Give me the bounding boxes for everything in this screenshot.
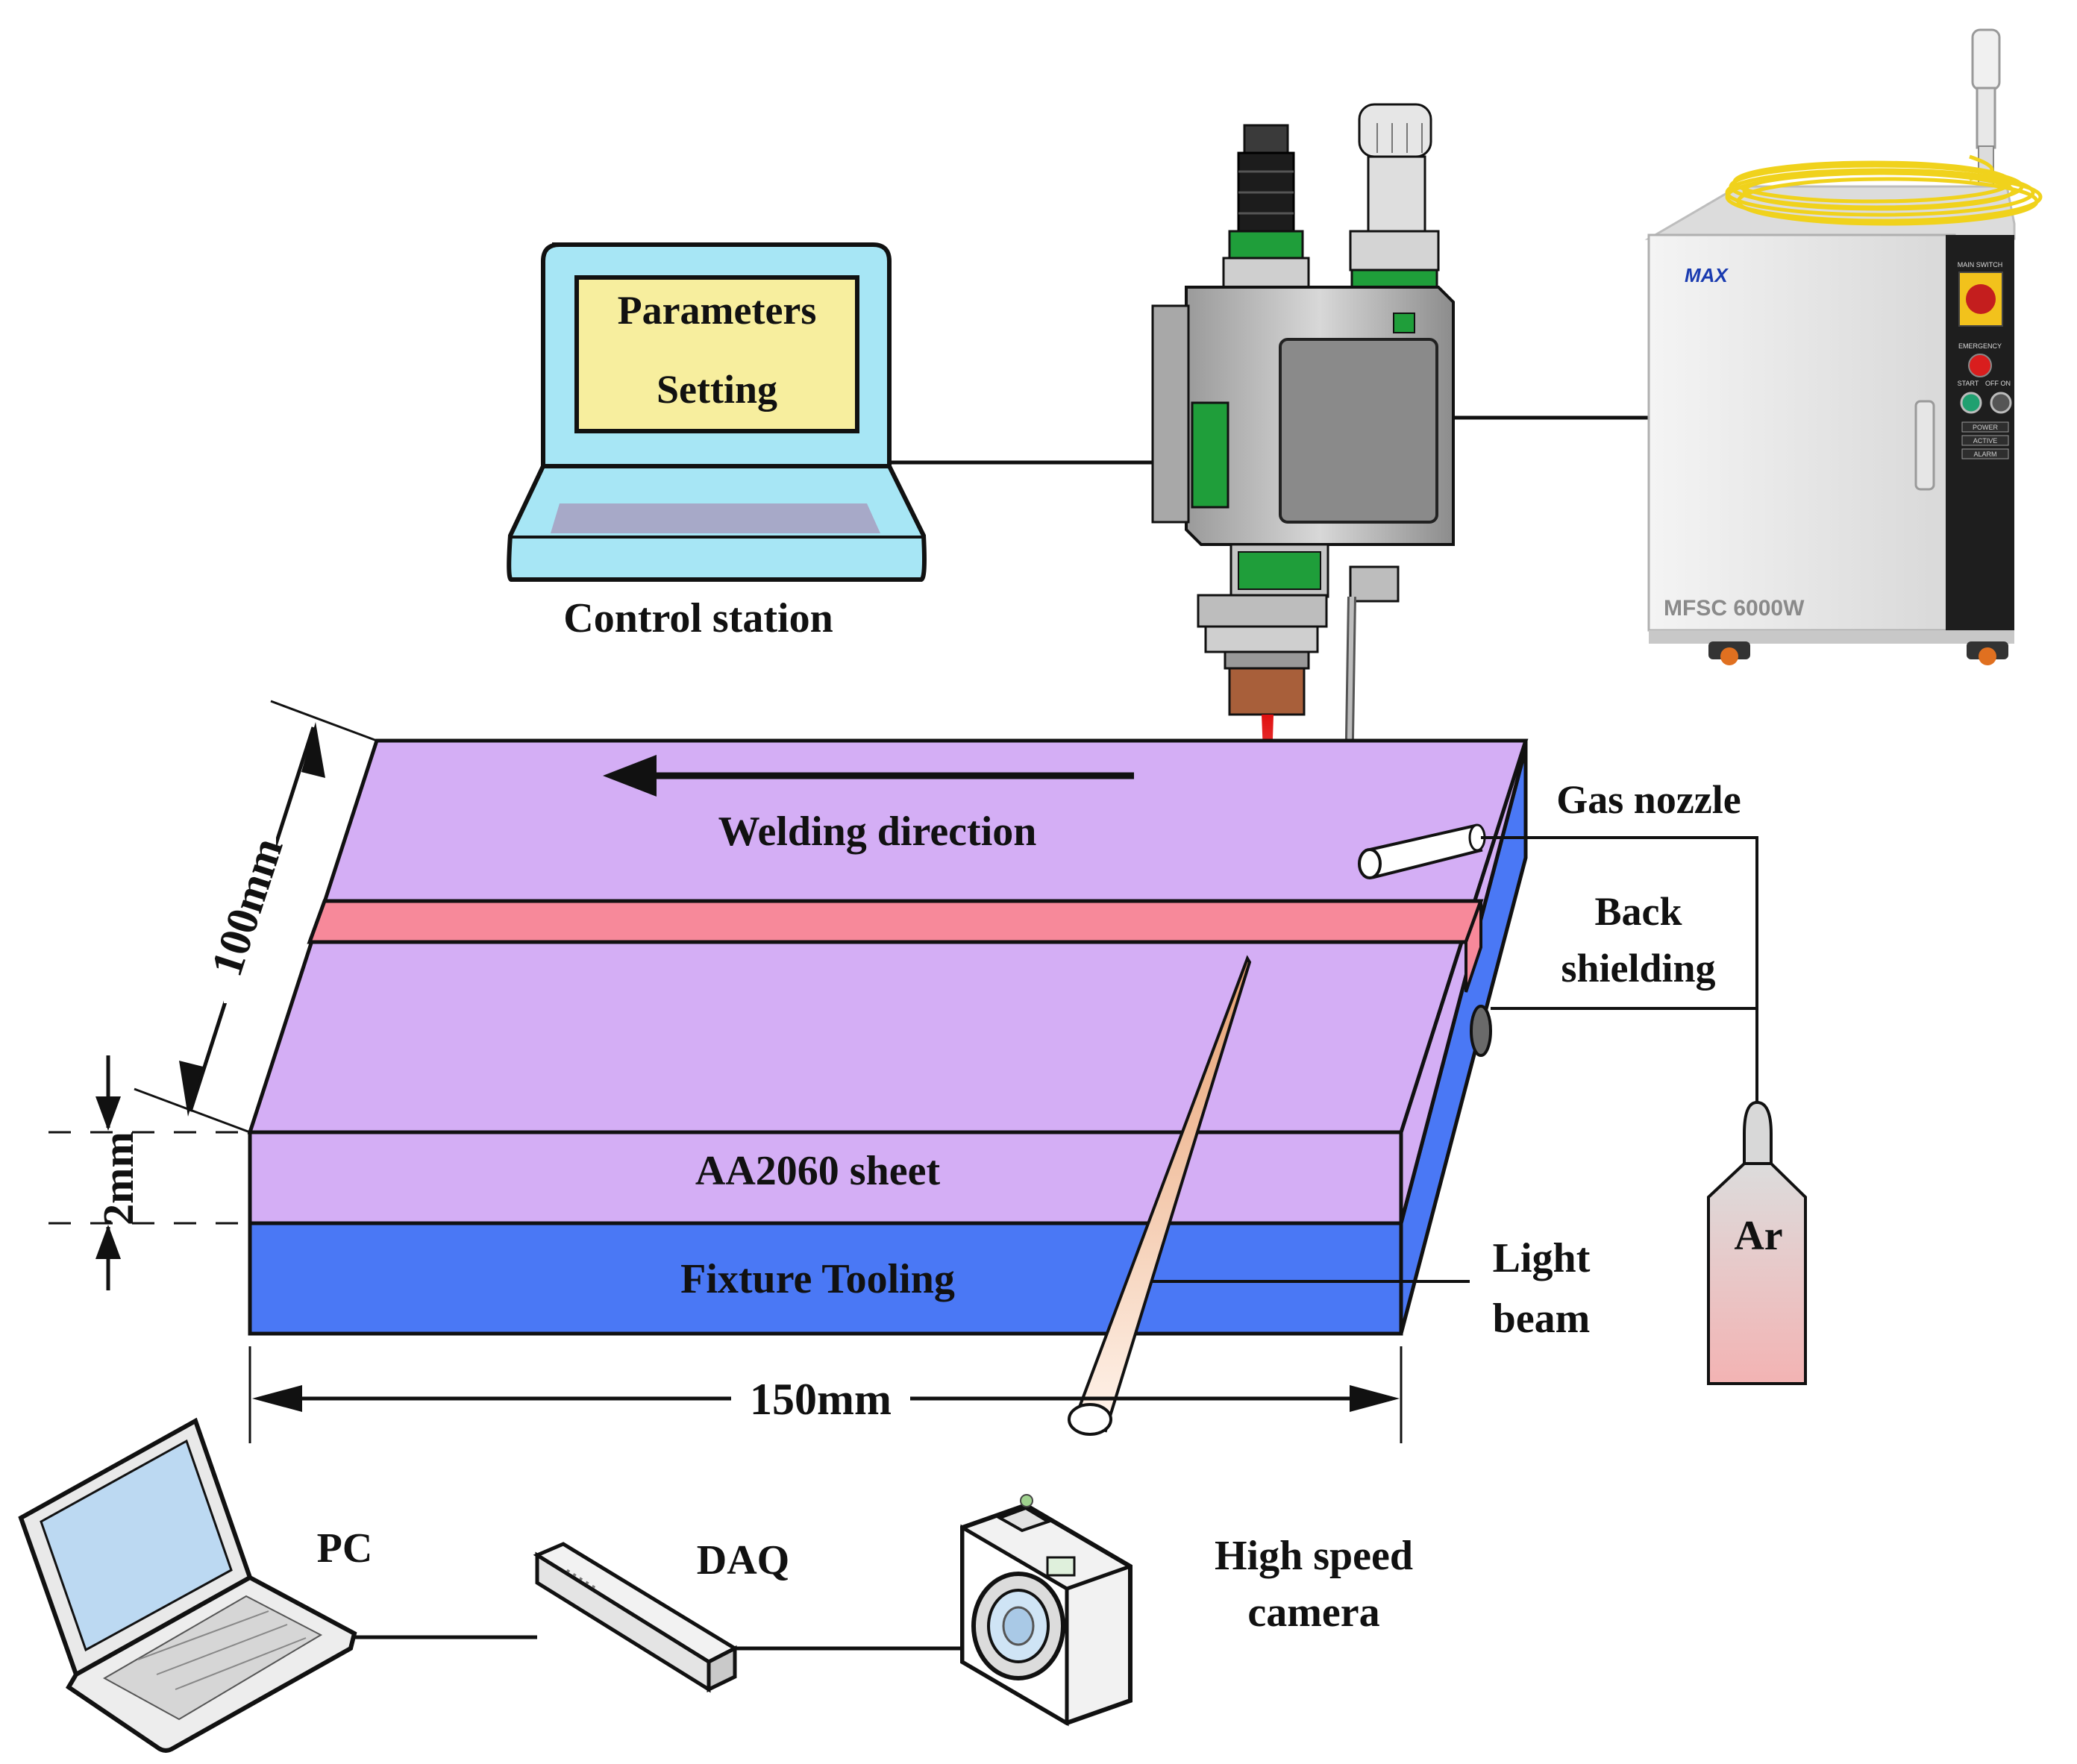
dim-length-label: 150mm: [750, 1375, 892, 1424]
control-station-laptop: Parameters Setting Control station: [507, 242, 927, 641]
welding-direction-label: Welding direction: [718, 809, 1037, 855]
fiber-coil-icon: [1725, 154, 2043, 226]
key-switch-icon: [1990, 392, 2012, 414]
camera-label-line1: High speed: [1215, 1533, 1413, 1579]
parameters-screen: [574, 275, 859, 433]
pc-laptop-icon: [18, 1417, 357, 1753]
door-handle: [1914, 400, 1935, 491]
nozzle-block: [1228, 667, 1306, 716]
svg-text:POWER: POWER: [1973, 424, 1999, 431]
laser-cabinet: [1647, 233, 1956, 632]
laser-source-unit: MAX MFSC 6000W MAIN SWITCH EMERGENCY STA…: [1644, 28, 2043, 665]
cabinet-wheels: [1708, 641, 2008, 665]
dim-thickness-label: 2mm: [94, 1131, 142, 1225]
start-button-icon: [1960, 392, 1982, 414]
monitoring-chain: PC DAQ High speed camera: [18, 1417, 1413, 1753]
model-label: MFSC 6000W: [1664, 596, 1805, 621]
svg-text:EMERGENCY: EMERGENCY: [1958, 342, 2002, 350]
weld-seam: [307, 899, 1484, 944]
dimension-150mm: 150mm: [248, 1346, 1403, 1443]
gas-lines: [1481, 836, 1758, 1102]
back-shielding-port: [1470, 1005, 1492, 1057]
svg-text:ACTIVE: ACTIVE: [1973, 437, 1998, 445]
control-station-label: Control station: [563, 595, 833, 641]
back-shielding-label-line1: Back: [1594, 889, 1682, 934]
svg-text:MAIN SWITCH: MAIN SWITCH: [1958, 261, 2003, 269]
svg-text:OFF ON: OFF ON: [1985, 380, 2011, 387]
gas-nozzle-label: Gas nozzle: [1556, 777, 1741, 822]
dimension-2mm: 2mm: [48, 1055, 250, 1290]
dim-width-label: 100mm: [201, 832, 292, 982]
light-beam-label-line2: beam: [1493, 1296, 1591, 1342]
workpiece-assembly: AA2060 sheet Fixture Tooling Welding dir…: [247, 738, 1529, 1436]
sheet-front-face: [248, 1130, 1403, 1225]
svg-text:START: START: [1958, 380, 1979, 387]
keyboard-area: [551, 503, 880, 533]
high-speed-camera-icon: [960, 1494, 1133, 1727]
argon-label: Ar: [1734, 1213, 1782, 1259]
gas-nozzle-tube: [1358, 823, 1486, 879]
laser-welding-head: [1151, 103, 1455, 884]
pc-label: PC: [317, 1525, 373, 1572]
fixture-label: Fixture Tooling: [680, 1256, 955, 1302]
emergency-button-icon: [1968, 354, 1992, 377]
daq-device-icon: [533, 1542, 739, 1693]
back-shielding-label-line2: shielding: [1561, 946, 1715, 991]
screen-text-setting: Setting: [657, 367, 777, 412]
sheet-label: AA2060 sheet: [695, 1148, 941, 1194]
light-beam-label-line1: Light: [1493, 1235, 1591, 1281]
daq-label: DAQ: [697, 1537, 789, 1583]
fixture-front-face: [248, 1221, 1403, 1336]
screen-text-parameters: Parameters: [618, 288, 817, 333]
camera-label-line2: camera: [1247, 1589, 1379, 1636]
brand-logo: MAX: [1685, 264, 1729, 286]
argon-bottle: Ar: [1707, 1100, 1807, 1385]
tower-light-icon: [1971, 28, 2001, 91]
main-switch-knob-icon: [1966, 284, 1996, 314]
svg-text:ALARM: ALARM: [1973, 451, 1996, 458]
